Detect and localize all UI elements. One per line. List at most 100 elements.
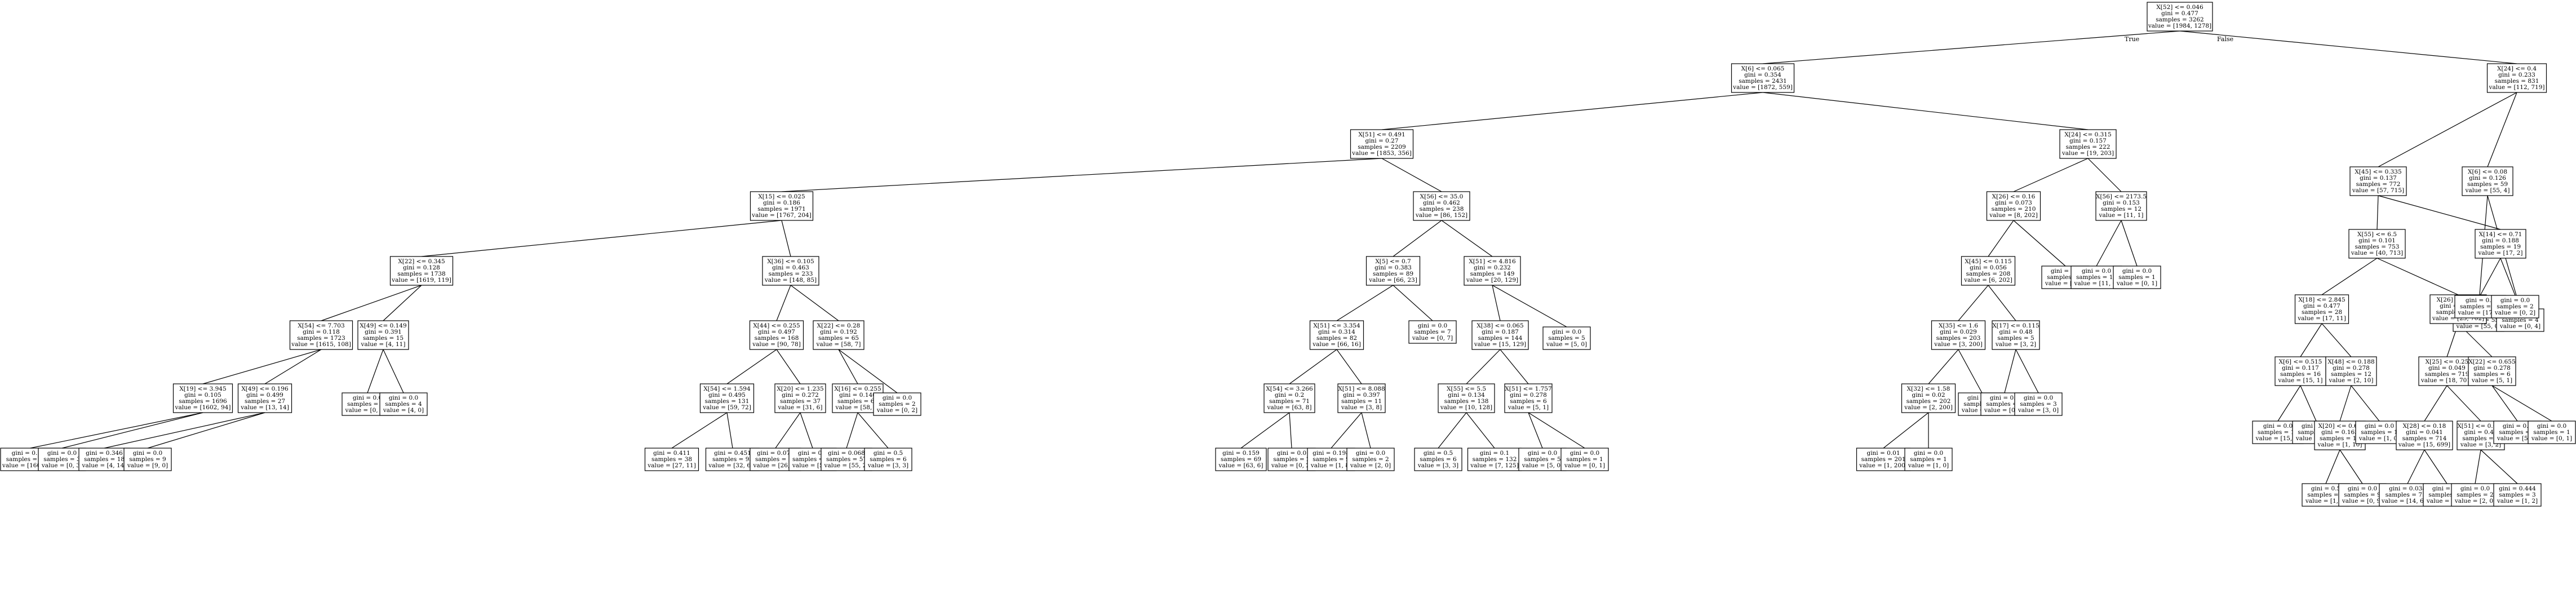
node-text-line: gini = 0.346	[86, 450, 123, 457]
node-text-line: gini = 0.0	[1570, 450, 1599, 457]
node-text-line: samples = 3	[43, 456, 80, 463]
node-text-line: samples = 719	[2425, 371, 2469, 378]
node-text-line: samples = 233	[769, 271, 813, 277]
node-text-line: gini = 0.0	[1552, 329, 1581, 335]
node-text-line: value = [1619, 119]	[391, 277, 451, 284]
node-text-line: value = [19, 203]	[2061, 150, 2114, 157]
node-text-line: samples = 38	[651, 456, 692, 463]
tree-edge	[1336, 349, 1362, 384]
node-text-line: gini = 0.0	[883, 395, 912, 401]
node-text-line: samples = 65	[818, 335, 859, 342]
node-text-line: value = [55, 0]	[2456, 323, 2501, 330]
node-text-line: samples = 1	[2361, 429, 2397, 436]
node-text-line: value = [1, 1]	[2305, 498, 2346, 505]
node-text-line: samples = 5	[1548, 335, 1585, 342]
tree-edge	[264, 349, 322, 384]
node-text-line: samples = 2	[1352, 456, 1389, 463]
node-text-line: gini = 0.411	[653, 450, 690, 457]
tree-edge	[2321, 323, 2352, 357]
node-text-line: X[36] <= 0.105	[767, 258, 814, 265]
node-text-line: gini = 0.5	[1424, 450, 1453, 457]
node-text-line: value = [2, 10]	[2329, 377, 2374, 384]
node-text-line: X[26] <= 0.16	[1992, 193, 2036, 200]
node-text-line: value = [3, 2]	[2460, 441, 2501, 448]
node-text-line: gini = 0.0	[2082, 268, 2111, 275]
node-text-line: gini = 0.105	[184, 392, 221, 399]
node-text-line: samples = 37	[780, 398, 821, 405]
node-text-line: samples = 6	[1420, 456, 1457, 463]
tree-edge	[2300, 323, 2322, 357]
node-text-line: samples = 2209	[1358, 144, 1406, 151]
node-text-line: gini = 0.153	[2103, 200, 2140, 206]
node-text-line: gini = 0.0	[1528, 450, 1557, 457]
node-text-line: X[16] <= 0.255	[834, 386, 881, 392]
node-text-line: samples = 1696	[179, 398, 227, 405]
node-text-line: value = [1, 8]	[1310, 462, 1351, 469]
tree-edge	[1331, 412, 1362, 449]
node-text-line: gini = 0.5	[874, 450, 903, 457]
tree-edge	[1240, 412, 1290, 449]
node-box	[1467, 448, 1522, 471]
node-text-line: value = [9, 0]	[127, 462, 168, 469]
node-text-line: gini = 0.0	[2460, 485, 2490, 492]
node-text-line: value = [2, 200]	[1904, 404, 1953, 411]
node-text-line: gini = 0.0	[133, 450, 162, 457]
node-text-line: X[24] <= 0.4	[2497, 65, 2537, 72]
node-box	[873, 392, 921, 416]
node-box	[2113, 265, 2161, 289]
node-text-line: value = [66, 23]	[1368, 277, 1417, 284]
tree-edge	[671, 412, 728, 449]
node-text-line: gini = 0.0	[2263, 423, 2293, 430]
node-text-line: value = [148, 85]	[764, 277, 817, 284]
tree-edge	[147, 412, 265, 449]
tree-edge	[857, 412, 889, 449]
node-text-line: gini = 0.0	[1990, 395, 2019, 401]
tree-edge	[1762, 30, 2180, 64]
node-text-line: samples = 11	[2076, 274, 2117, 281]
node-text-line: samples = 2	[2457, 492, 2493, 498]
node-text-line: gini = 0.198	[1313, 450, 1350, 457]
node-text-line: samples = 5	[1524, 456, 1560, 463]
node-text-line: value = [17, 11]	[2297, 315, 2346, 322]
node-text-line: samples = 203	[1936, 335, 1981, 342]
node-text-line: gini = 0.477	[2303, 303, 2340, 309]
node-text-line: samples = 1971	[757, 206, 805, 213]
tree-edge	[2004, 349, 2016, 393]
tree-edge	[1438, 412, 1467, 449]
node-text-line: value = [1615, 108]	[291, 341, 351, 348]
node-text-line: value = [18, 701]	[2420, 377, 2473, 384]
node-text-line: value = [1, 0]	[2358, 435, 2400, 442]
node-text-line: samples = 210	[1992, 206, 2036, 213]
node-text-line: samples = 3	[2499, 492, 2535, 498]
node-text-line: value = [3, 3]	[1417, 462, 1458, 469]
node-text-line: X[44] <= 0.255	[753, 322, 800, 329]
node-text-line: samples = 238	[1420, 206, 1464, 213]
node-text-line: samples = 18	[84, 456, 125, 463]
node-box	[1215, 448, 1267, 471]
node-text-line: samples = 222	[2066, 144, 2111, 151]
node-box	[1518, 448, 1567, 471]
